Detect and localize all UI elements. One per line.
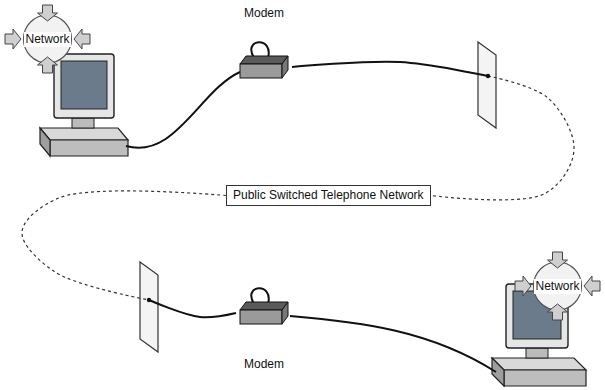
wall-jack bbox=[478, 42, 496, 128]
network-arrow bbox=[5, 29, 21, 49]
computer-base-front bbox=[50, 140, 128, 156]
telephone-network-line bbox=[22, 191, 226, 300]
phone-cable bbox=[292, 62, 488, 76]
computer-base-front bbox=[504, 370, 586, 386]
monitor-stand bbox=[526, 348, 548, 358]
network-icon: Network bbox=[513, 250, 602, 322]
device-label: Modem bbox=[244, 357, 284, 372]
computer-base-top bbox=[492, 358, 586, 370]
modem-side bbox=[282, 56, 288, 78]
node-label: Network bbox=[24, 32, 70, 47]
network-arrow bbox=[548, 252, 568, 268]
network-arrow bbox=[38, 5, 58, 21]
modem-top bbox=[240, 56, 288, 64]
modem-front bbox=[240, 64, 282, 78]
network-arrow bbox=[515, 276, 531, 296]
network-ring bbox=[534, 262, 582, 310]
network-arrow bbox=[548, 304, 568, 320]
phone-line bbox=[22, 191, 236, 317]
phone-cable bbox=[149, 300, 236, 317]
computer-base-side bbox=[492, 358, 504, 386]
wall-jack bbox=[140, 262, 158, 352]
modem-front bbox=[240, 310, 282, 324]
network-arrow bbox=[74, 29, 90, 49]
computer-base-top bbox=[40, 128, 128, 140]
jack-socket bbox=[486, 74, 490, 78]
monitor-stand bbox=[72, 118, 94, 128]
network-arrow bbox=[584, 276, 600, 296]
modem: Modem bbox=[236, 6, 292, 86]
device-label: Modem bbox=[244, 6, 284, 21]
cable bbox=[290, 316, 496, 372]
modem: Modem bbox=[236, 292, 292, 372]
network-arrow bbox=[38, 57, 58, 73]
node-label: Network bbox=[534, 279, 580, 294]
cable bbox=[126, 72, 240, 148]
modem-top bbox=[240, 302, 288, 310]
telephone-network-line bbox=[431, 76, 574, 200]
phone-line bbox=[292, 62, 574, 200]
node-label: Public Switched Telephone Network bbox=[233, 188, 424, 203]
computer bbox=[40, 54, 240, 156]
monitor bbox=[54, 54, 114, 118]
monitor-screen bbox=[61, 61, 107, 109]
network-label-box: Public Switched Telephone Network bbox=[226, 185, 431, 206]
network-icon: Network bbox=[3, 3, 92, 75]
modem-side bbox=[282, 302, 288, 324]
computer-base-side bbox=[40, 128, 50, 156]
network-ring bbox=[24, 15, 72, 63]
jack-socket bbox=[147, 298, 151, 302]
